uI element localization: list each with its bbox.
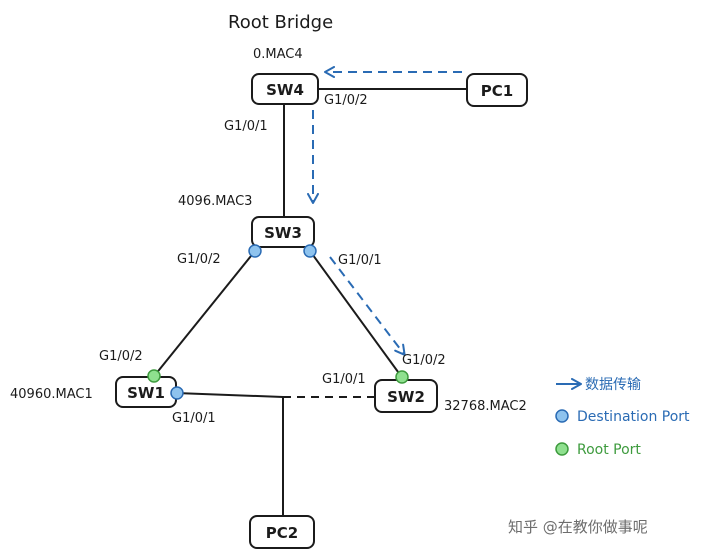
switch-sw4[interactable]: SW4	[251, 73, 319, 105]
sw3-designated-port-left	[248, 244, 262, 258]
sw4-bridge-id: 0.MAC4	[253, 47, 303, 62]
legend-root-icon	[555, 442, 569, 456]
legend-data-label: 数据传输	[585, 377, 641, 393]
legend-designated-label: Destination Port	[577, 409, 690, 425]
legend: 数据传输 Destination Port Root Port	[555, 377, 690, 458]
sw3-bridge-id: 4096.MAC3	[178, 194, 252, 209]
pc-pc1-label: PC1	[481, 82, 513, 100]
sw1-bridge-id: 40960.MAC1	[10, 387, 93, 402]
switch-sw2-label: SW2	[387, 388, 425, 406]
sw2-root-port	[395, 370, 409, 384]
sw1-port-g101-label: G1/0/1	[172, 411, 216, 426]
pc-pc2-label: PC2	[266, 524, 298, 542]
sw3-designated-port-right	[303, 244, 317, 258]
sw1-port-g102-label: G1/0/2	[99, 349, 143, 364]
switch-sw4-label: SW4	[266, 81, 304, 99]
sw2-bridge-id: 32768.MAC2	[444, 399, 527, 414]
pc-pc2[interactable]: PC2	[249, 515, 315, 549]
sw4-port-g102-label: G1/0/2	[324, 93, 368, 108]
switch-sw3-label: SW3	[264, 224, 302, 242]
sw2-port-g102-label: G1/0/2	[402, 353, 446, 368]
switch-sw1-label: SW1	[127, 384, 165, 402]
legend-designated-icon	[555, 409, 569, 423]
switch-sw1[interactable]: SW1	[115, 376, 177, 408]
switch-sw2[interactable]: SW2	[374, 379, 438, 413]
sw3-port-g102-label: G1/0/2	[177, 252, 221, 267]
pc-pc1[interactable]: PC1	[466, 73, 528, 107]
sw1-root-port	[147, 369, 161, 383]
legend-root-label: Root Port	[577, 442, 641, 458]
link-sw3-sw1	[154, 250, 256, 376]
sw4-port-g101-label: G1/0/1	[224, 119, 268, 134]
watermark: 知乎 @在教你做事呢	[508, 518, 648, 536]
sw1-designated-port	[170, 386, 184, 400]
link-sw1-pc2-horizontal	[175, 392, 284, 398]
switch-sw3[interactable]: SW3	[251, 216, 315, 248]
link-sw3-sw2	[309, 250, 402, 377]
root-bridge-title: Root Bridge	[228, 12, 333, 33]
sw2-port-g101-label: G1/0/1	[322, 372, 366, 387]
flow-arrow-sw3-to-sw2	[329, 256, 406, 356]
sw3-port-g101-label: G1/0/1	[338, 253, 382, 268]
